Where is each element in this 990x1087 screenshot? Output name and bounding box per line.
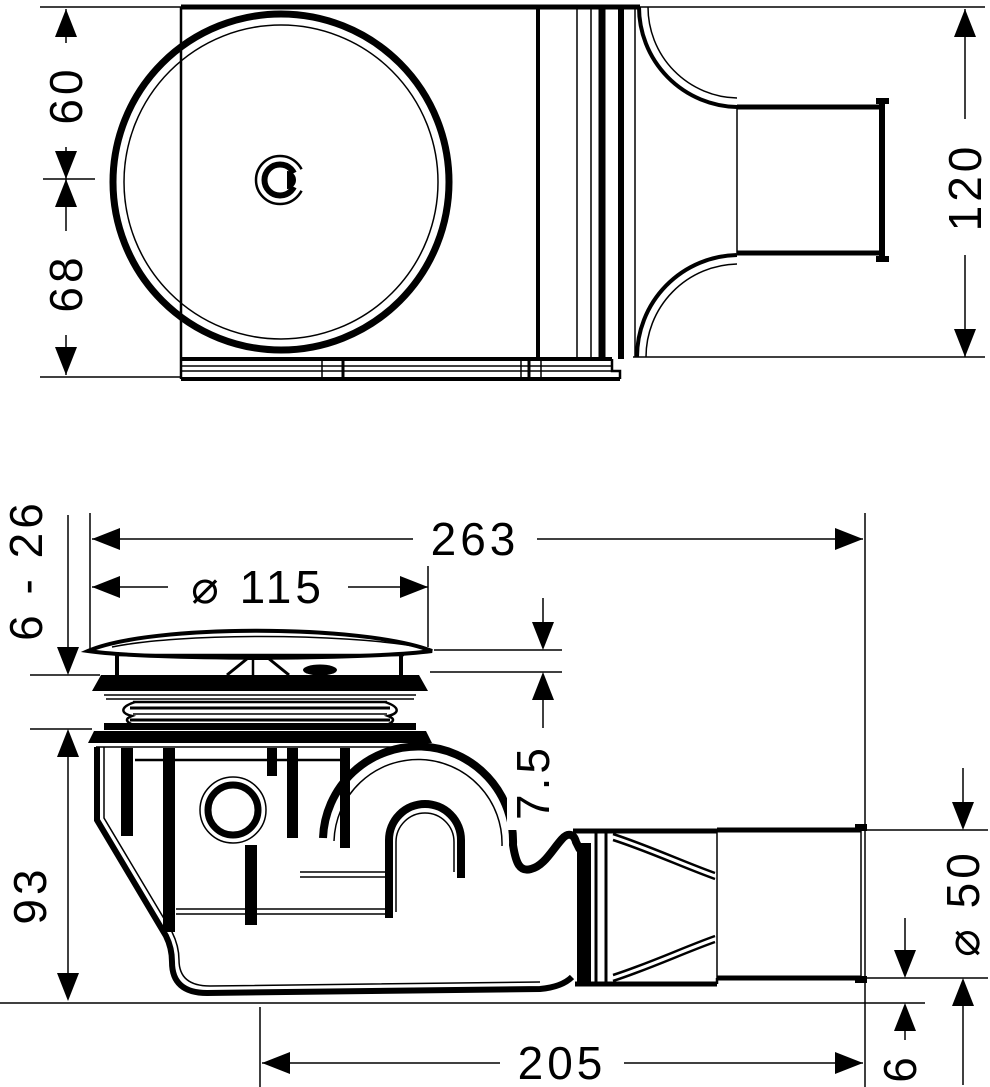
dim-text-dia-50: ⌀ 50 bbox=[937, 849, 989, 957]
dimension-7-5: 7.5 bbox=[430, 598, 562, 830]
top-center-screw bbox=[254, 154, 306, 206]
dimension-label-dia-115: ⌀ 115 bbox=[168, 560, 348, 614]
top-outlet-pipe bbox=[736, 98, 889, 262]
dim-text-60: 60 bbox=[40, 65, 92, 124]
dimension-label-205: 205 bbox=[500, 1037, 624, 1087]
dim-text-205: 205 bbox=[518, 1037, 607, 1087]
side-upper-flange bbox=[92, 675, 428, 700]
side-outlet bbox=[573, 824, 867, 987]
dimension-263: 263 bbox=[89, 512, 866, 1087]
dimension-label-263: 263 bbox=[413, 512, 537, 566]
side-view: 263 ⌀ 115 6 - 26 bbox=[0, 492, 989, 1087]
dimension-label-7-5: 7.5 bbox=[507, 734, 559, 830]
side-trap-body bbox=[94, 747, 575, 997]
dim-text-93: 93 bbox=[4, 865, 56, 924]
dimension-label-93: 93 bbox=[4, 837, 56, 953]
dim-text-7-5: 7.5 bbox=[507, 744, 559, 820]
dimension-6-26-and-93: 6 - 26 93 bbox=[0, 492, 100, 1001]
top-outlet-funnel bbox=[635, 6, 738, 358]
dimension-label-68: 68 bbox=[40, 231, 92, 335]
dim-text-6: 6 bbox=[874, 1053, 926, 1083]
dim-text-68: 68 bbox=[40, 253, 92, 312]
dimension-dia-50: ⌀ 50 bbox=[864, 768, 989, 1085]
dimension-label-120: 120 bbox=[939, 119, 990, 255]
dimension-dia-115: ⌀ 115 bbox=[92, 560, 429, 647]
dimension-120: 120 bbox=[939, 9, 990, 357]
side-cover-cap bbox=[80, 628, 433, 676]
dim-text-dia-115: ⌀ 115 bbox=[191, 561, 325, 613]
dimension-label-dia-50: ⌀ 50 bbox=[937, 831, 989, 975]
dim-text-120: 120 bbox=[939, 143, 990, 232]
dimension-label-6: 6 bbox=[874, 1040, 926, 1087]
side-inlet-port bbox=[199, 776, 267, 844]
dimension-6: 6 bbox=[874, 918, 926, 1087]
top-view: 60 68 120 bbox=[40, 4, 990, 381]
dim-text-6-26: 6 - 26 bbox=[0, 499, 52, 641]
top-body-outline bbox=[179, 4, 985, 361]
side-mounting-flange bbox=[88, 723, 432, 748]
dimension-label-60: 60 bbox=[40, 43, 92, 147]
dim-text-263: 263 bbox=[431, 513, 520, 565]
top-cover-cap bbox=[109, 10, 453, 354]
dimension-label-6-26: 6 - 26 bbox=[0, 492, 52, 648]
dimension-205: 205 bbox=[262, 1037, 863, 1087]
side-click-mechanism bbox=[226, 656, 337, 677]
top-flange-strip bbox=[179, 359, 622, 381]
side-bellows bbox=[122, 700, 398, 728]
dimension-60-68: 60 68 bbox=[40, 6, 181, 378]
